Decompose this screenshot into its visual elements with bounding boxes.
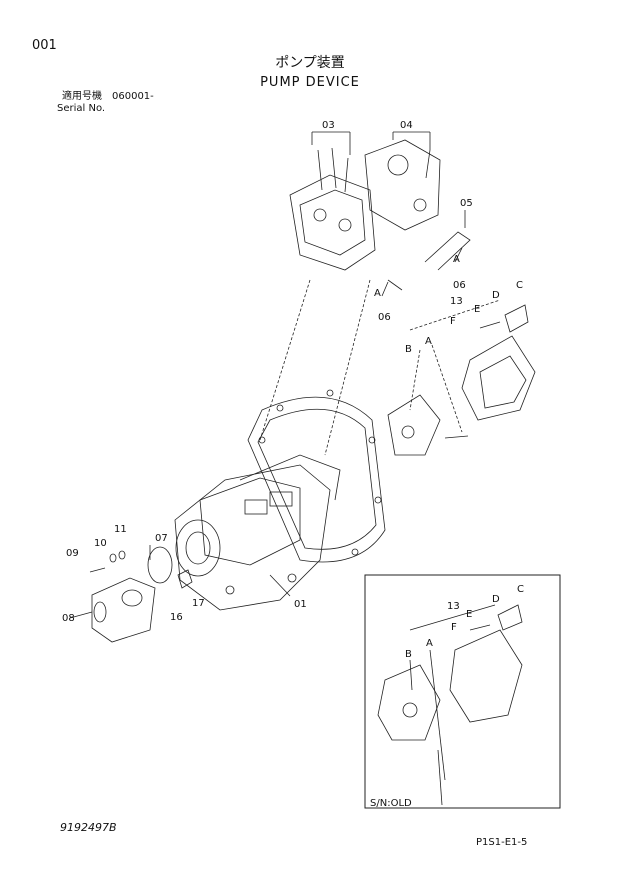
callout-D-lower: D [492,594,500,605]
callout-D-upper: D [492,290,500,301]
callout-10: 10 [94,538,107,549]
callout-05: 05 [460,198,473,209]
callout-F-lower: F [451,622,457,633]
callout-04: 04 [400,120,413,131]
callout-08: 08 [62,613,75,624]
callout-A-upper-left: A [374,288,381,299]
callout-06-left: 06 [378,312,391,323]
callout-E-lower: E [466,609,472,620]
page-code: P1S1-E1-5 [476,837,528,848]
callout-03: 03 [322,120,335,131]
callout-A-upper-right: A [453,254,460,265]
serial-label-english: Serial No. [57,103,106,114]
title-japanese: ポンプ装置 [275,55,345,71]
callout-06-right: 06 [453,280,466,291]
title-english: PUMP DEVICE [260,75,360,90]
mounting-flange [247,389,386,563]
pipe-05 [387,231,471,291]
callout-A-middle: A [425,336,432,347]
gear-pump-08 [89,550,156,643]
callout-13-upper: 13 [450,296,463,307]
callout-13-lower: 13 [447,601,460,612]
callout-F-upper: F [450,316,456,327]
page-number: 001 [32,38,57,53]
leader-lines [259,279,501,456]
callout-16: 16 [170,612,183,623]
callout-B-upper: B [405,344,412,355]
callout-17: 17 [192,598,205,609]
callout-C-upper: C [516,280,523,291]
callout-01: 01 [294,599,307,610]
inset-box [364,574,561,809]
o-ring-07 [147,546,173,584]
callout-lines [69,131,466,619]
inset-label: S/N:OLD [370,798,412,809]
gasket-17 [177,569,193,589]
callout-11: 11 [114,524,127,535]
callout-07: 07 [155,533,168,544]
callout-A-lower: A [426,638,433,649]
callout-09: 09 [66,548,79,559]
serial-label-japanese: 適用号機 [62,91,102,102]
coupling-upper [387,304,536,456]
callout-C-lower: C [517,584,524,595]
serial-value: 060001- [112,91,154,102]
valve-04 [364,139,441,231]
document-code: 9192497B [60,821,117,834]
regulator-03 [289,147,376,271]
callout-B-lower: B [405,649,412,660]
callout-E-upper: E [474,304,480,315]
main-pump-body [174,454,341,611]
